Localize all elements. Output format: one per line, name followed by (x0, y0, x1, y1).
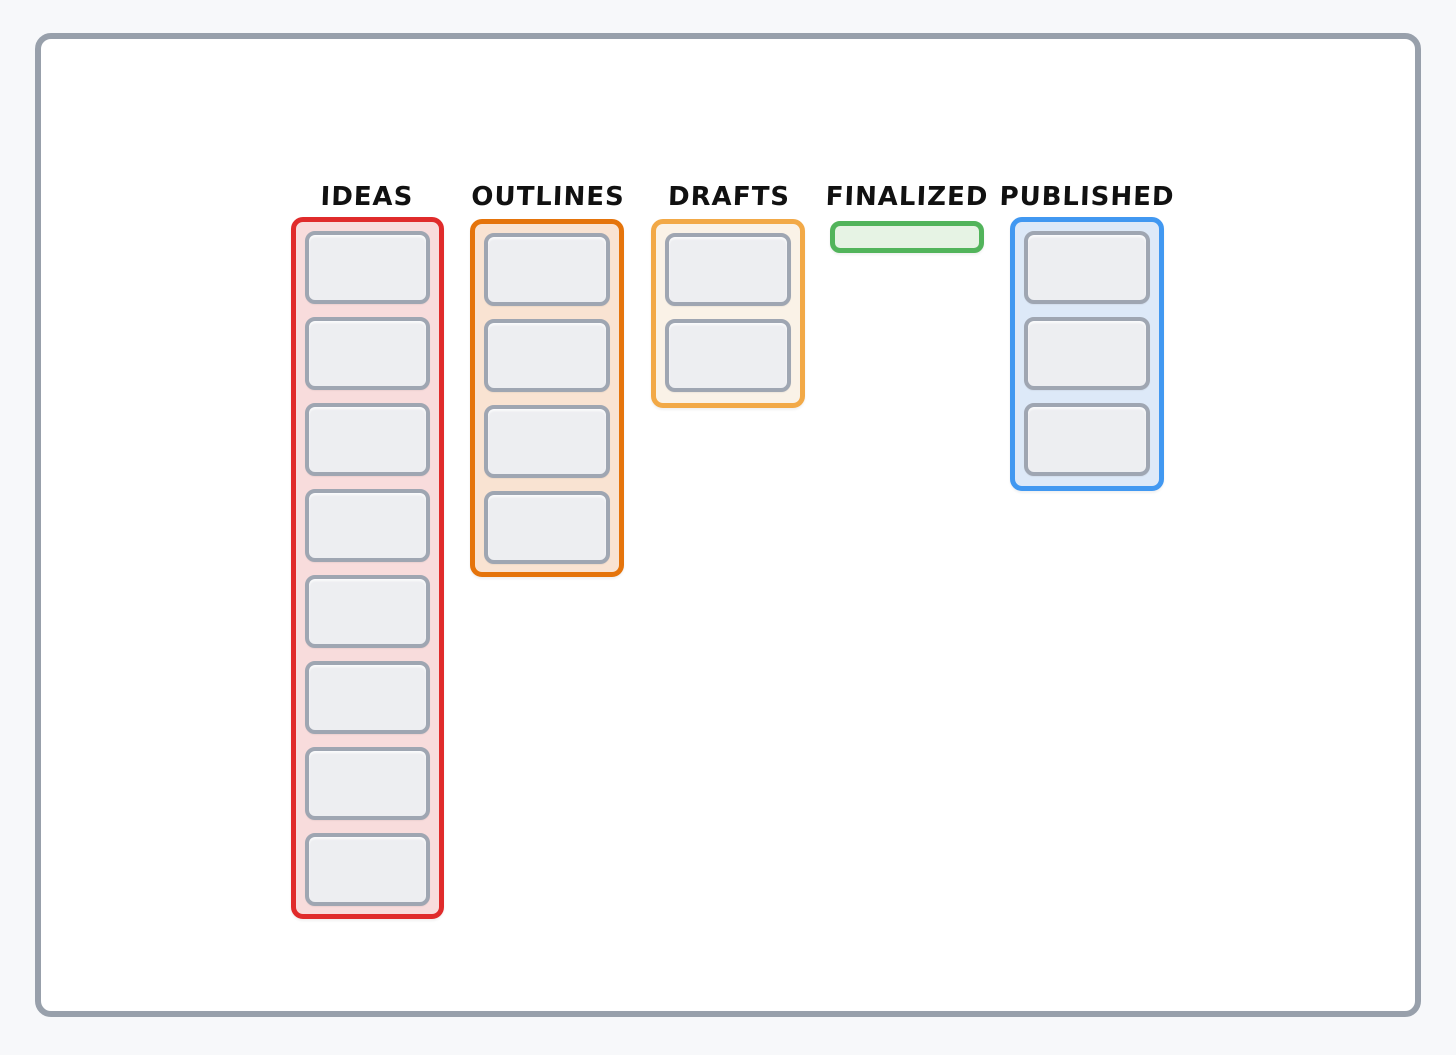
card[interactable] (1024, 231, 1150, 304)
column-title-published: PUBLISHED (998, 182, 1176, 212)
card[interactable] (305, 231, 430, 304)
card[interactable] (665, 233, 791, 306)
column-title-ideas: IDEAS (320, 182, 414, 212)
card[interactable] (665, 319, 791, 392)
card[interactable] (1024, 317, 1150, 390)
card[interactable] (305, 747, 430, 820)
column-outlines[interactable] (470, 219, 624, 577)
card[interactable] (484, 405, 610, 478)
card[interactable] (305, 833, 430, 906)
column-finalized[interactable] (830, 221, 984, 253)
column-published[interactable] (1010, 217, 1164, 491)
card[interactable] (305, 575, 430, 648)
card[interactable] (484, 319, 610, 392)
column-title-outlines: OUTLINES (470, 182, 626, 212)
card[interactable] (305, 489, 430, 562)
card[interactable] (484, 491, 610, 564)
column-title-drafts: DRAFTS (667, 182, 791, 212)
column-title-finalized: FINALIZED (825, 182, 989, 212)
card[interactable] (305, 661, 430, 734)
column-drafts[interactable] (651, 219, 805, 408)
column-ideas[interactable] (291, 217, 444, 919)
board-frame (35, 33, 1421, 1017)
card[interactable] (305, 317, 430, 390)
card[interactable] (1024, 403, 1150, 476)
card[interactable] (484, 233, 610, 306)
card[interactable] (305, 403, 430, 476)
